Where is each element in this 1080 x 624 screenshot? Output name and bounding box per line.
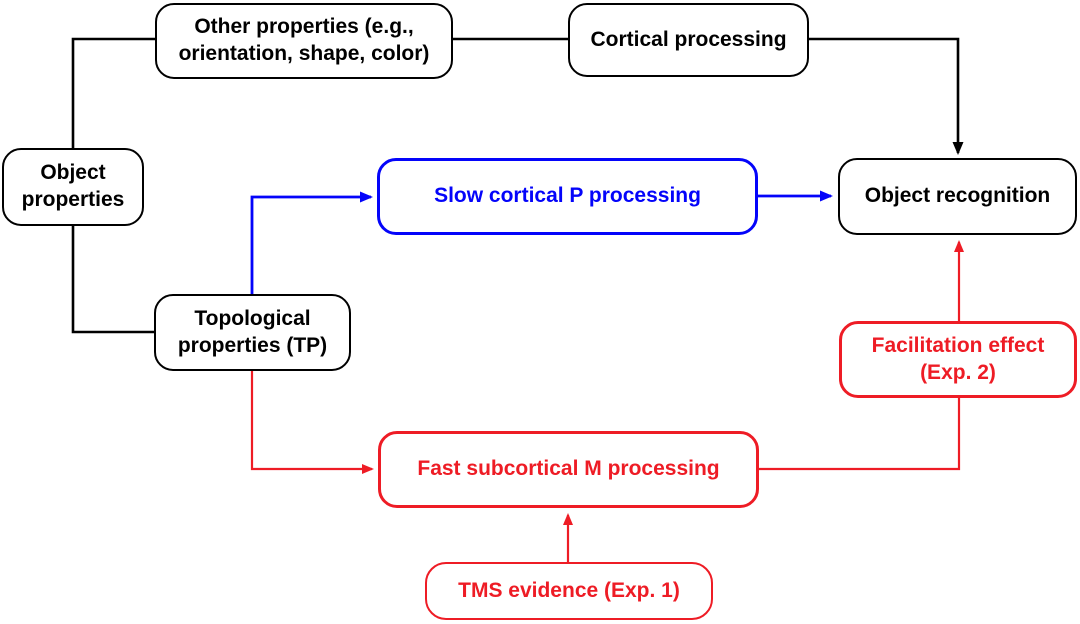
node-other-properties-label-line2: orientation, shape, color) — [178, 42, 430, 65]
node-facilitation-effect: Facilitation effect (Exp. 2) — [839, 321, 1077, 398]
node-slow-cortical-p-processing-label: Slow cortical P processing — [434, 184, 701, 208]
node-fast-subcortical-m-processing-label: Fast subcortical M processing — [417, 457, 720, 481]
node-object-properties-label-line2: properties — [21, 188, 125, 211]
node-other-properties: Other properties (e.g., orientation, sha… — [155, 3, 453, 79]
node-facilitation-effect-label-line2: (Exp. 2) — [920, 360, 996, 384]
node-topological-properties: Topological properties (TP) — [154, 294, 351, 371]
edge-cortical-processing-to-object-recognition — [809, 37, 964, 155]
node-object-properties: Object properties — [2, 148, 144, 226]
node-topological-properties-label-line2: properties (TP) — [177, 333, 328, 357]
edge-object-properties-to-topological-properties — [71, 224, 154, 334]
node-fast-subcortical-m-processing: Fast subcortical M processing — [378, 431, 759, 508]
node-cortical-processing-label: Cortical processing — [590, 27, 787, 51]
node-cortical-processing: Cortical processing — [568, 3, 809, 77]
node-tms-evidence: TMS evidence (Exp. 1) — [425, 562, 713, 620]
node-object-properties-label-line1: Object — [40, 161, 106, 185]
edge-topological-properties-to-fast-subcortical — [250, 370, 374, 474]
node-other-properties-label-line1: Other properties (e.g., — [194, 15, 414, 39]
node-object-recognition: Object recognition — [838, 158, 1077, 235]
node-slow-cortical-p-processing: Slow cortical P processing — [377, 158, 758, 235]
edge-object-properties-to-other-properties — [71, 37, 155, 150]
node-tms-evidence-label: TMS evidence (Exp. 1) — [458, 578, 680, 602]
node-facilitation-effect-label-line1: Facilitation effect — [871, 333, 1045, 357]
edge-topological-properties-to-slow-cortical — [250, 191, 373, 295]
node-object-recognition-label: Object recognition — [864, 184, 1051, 208]
node-topological-properties-label-line1: Topological — [194, 306, 311, 330]
edge-fast-subcortical-to-facilitation-effect — [758, 396, 961, 471]
